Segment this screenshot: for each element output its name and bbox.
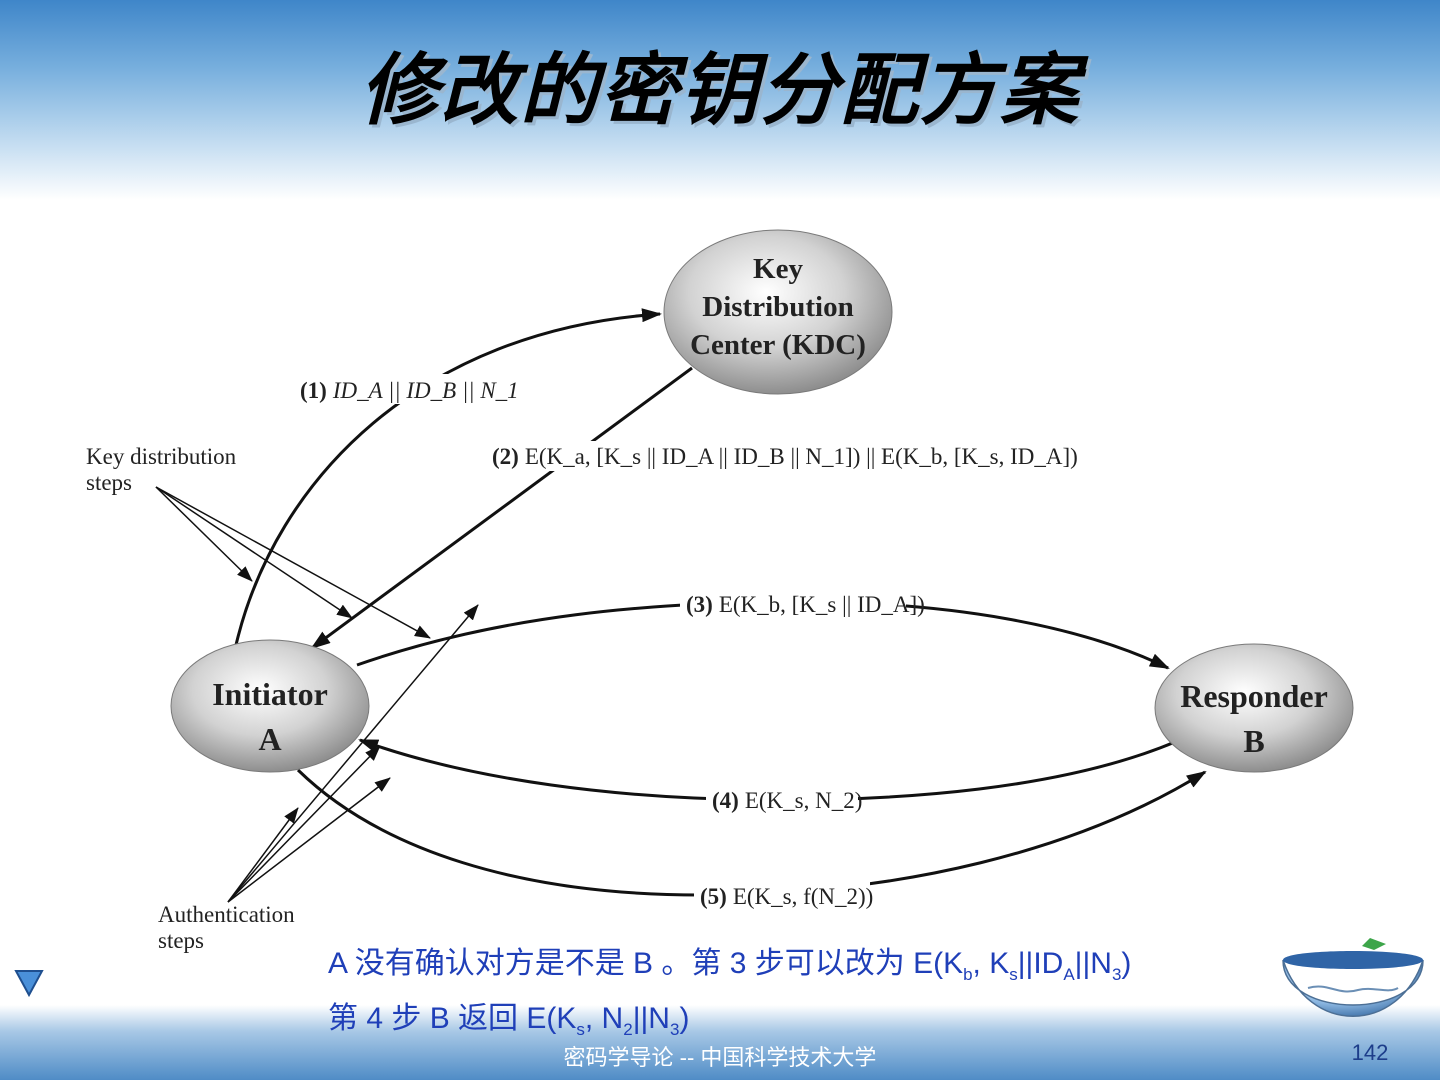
footer-text: 密码学导论 -- 中国科学技术大学 <box>563 1045 877 1070</box>
caption-line2-formula: E(Ks, N2||N3) <box>526 1002 690 1039</box>
authentication-label-line1: Authentication <box>158 902 295 927</box>
step1-text: ID_A || ID_B || N_1 <box>332 378 519 403</box>
key-distribution-diagram: Key Distribution Center (KDC) Initiator … <box>86 229 1354 953</box>
slide-title: 修改的密钥分配方案 <box>359 45 1080 136</box>
step2-label: (2)E(K_a, [K_s || ID_A || ID_B || N_1]) … <box>492 444 1078 469</box>
initiator-label-line1: Initiator <box>212 676 328 712</box>
navigation-triangle-icon[interactable] <box>14 968 44 998</box>
key-distribution-pointer-3 <box>155 486 431 639</box>
key-distribution-label-line2: steps <box>86 470 132 495</box>
slide-caption: A 没有确认对方是不是 B 。第 3 步可以改为 E(Kb, Ks||IDA||… <box>328 942 1288 1052</box>
step1-arrow <box>234 308 662 646</box>
step5-number: (5) <box>700 884 727 909</box>
authentication-pointer-1 <box>227 604 479 903</box>
step5-text: E(K_s, f(N_2)) <box>733 884 874 909</box>
initiator-label-line2: A <box>258 721 281 757</box>
step4-text: E(K_s, N_2) <box>745 788 863 813</box>
initiator-node: Initiator A <box>170 639 370 773</box>
kdc-node: Key Distribution Center (KDC) <box>663 229 893 395</box>
responder-node: Responder B <box>1154 643 1354 773</box>
page-number: 142 <box>1351 1040 1389 1065</box>
caption-line1-prefix: A 没有确认对方是不是 B 。第 3 步可以改为 <box>328 947 914 980</box>
authentication-pointer-3 <box>227 777 391 903</box>
caption-line1-formula: E(Kb, Ks||IDA||N3) <box>913 947 1132 984</box>
caption-line2-prefix: 第 4 步 B 返回 <box>328 1002 527 1035</box>
key-distribution-pointer-2 <box>155 486 353 619</box>
kdc-label-line3: Center (KDC) <box>690 329 866 361</box>
step4-label: (4)E(K_s, N_2) <box>712 788 862 813</box>
step2-number: (2) <box>492 444 519 469</box>
footer-background <box>0 1005 1440 1080</box>
step1-number: (1) <box>300 378 327 403</box>
authentication-label-line2: steps <box>158 928 204 953</box>
responder-label-line1: Responder <box>1180 678 1328 714</box>
step2-text: E(K_a, [K_s || ID_A || ID_B || N_1]) || … <box>525 444 1078 469</box>
authentication-pointer-2 <box>227 745 381 903</box>
step4-number: (4) <box>712 788 739 813</box>
step3-text: E(K_b, [K_s || ID_A]) <box>719 592 925 617</box>
kdc-label-line1: Key <box>753 253 803 285</box>
globe-icon <box>1282 938 1424 1017</box>
kdc-label-line2: Distribution <box>702 291 853 323</box>
step1-label: (1)ID_A || ID_B || N_1 <box>300 378 519 403</box>
caption-line-2: 第 4 步 B 返回 E(Ks, N2||N3) <box>328 997 1288 1052</box>
authentication-pointer-4 <box>227 807 299 903</box>
key-distribution-pointer-1 <box>155 486 253 582</box>
step3-number: (3) <box>686 592 713 617</box>
title-background <box>0 0 1440 200</box>
key-distribution-label-line1: Key distribution <box>86 444 237 469</box>
step2-arrow <box>310 366 693 650</box>
step3-label: (3)E(K_b, [K_s || ID_A]) <box>686 592 925 617</box>
step5-label: (5)E(K_s, f(N_2)) <box>700 884 873 909</box>
responder-label-line2: B <box>1243 723 1264 759</box>
caption-line-1: A 没有确认对方是不是 B 。第 3 步可以改为 E(Kb, Ks||IDA||… <box>328 942 1288 997</box>
